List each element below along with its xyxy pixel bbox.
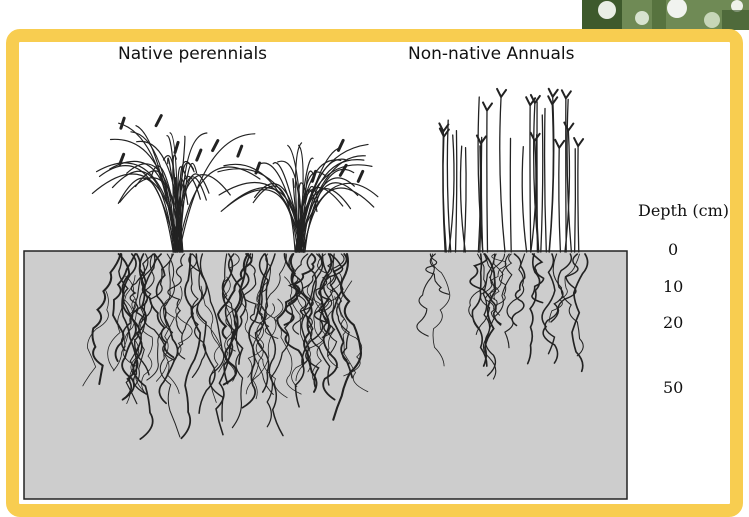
depth-label-20: 20 [663,313,683,332]
heading-native-perennials: Native perennials [118,44,267,64]
depth-scale-title: Depth (cm) [638,201,729,220]
depth-label-10: 10 [663,277,683,296]
heading-non-native-annuals: Non-native Annuals [408,44,574,64]
depth-label-0: 0 [668,240,678,259]
depth-label-50: 50 [663,378,683,397]
